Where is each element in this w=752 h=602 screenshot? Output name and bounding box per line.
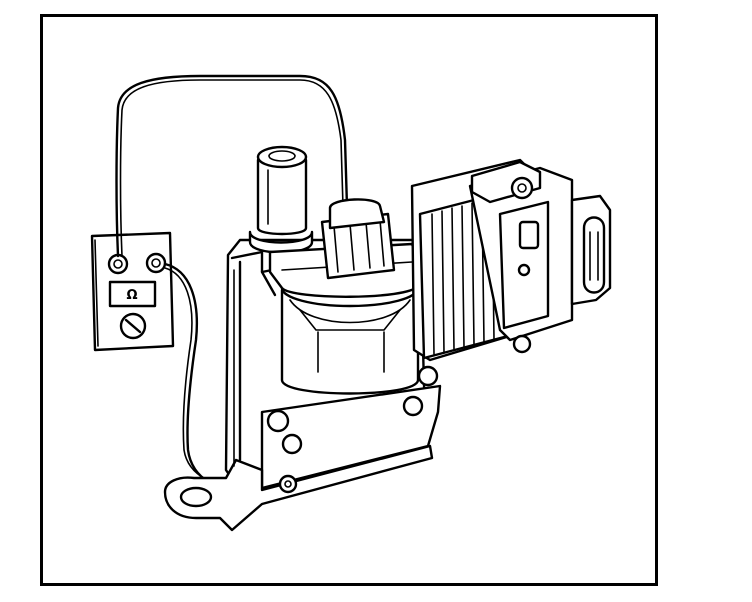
ignition-control-module bbox=[412, 160, 610, 360]
ignition-coil bbox=[165, 147, 440, 530]
meter-terminal-right bbox=[147, 254, 165, 272]
meter-display bbox=[110, 282, 155, 306]
meter-ohm-symbol: Ω bbox=[126, 288, 137, 303]
ground-terminal bbox=[280, 476, 296, 492]
meter-terminal-left bbox=[109, 255, 127, 273]
mount-hole bbox=[181, 488, 211, 506]
ohmmeter-icon: Ω bbox=[92, 233, 173, 350]
